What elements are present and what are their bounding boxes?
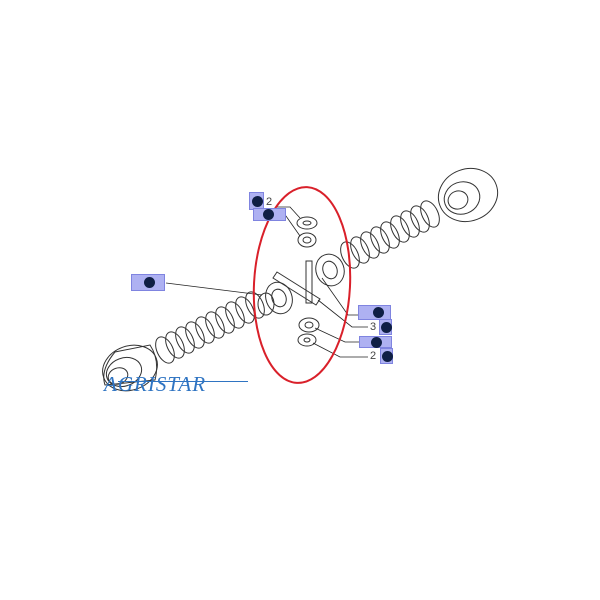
cross-pin-icon <box>272 260 321 306</box>
callout-dot-icon <box>381 321 392 333</box>
left-side-gear-icon <box>257 281 293 316</box>
callout-tag-pinion-lower[interactable] <box>359 336 392 348</box>
callout-tag-left[interactable] <box>131 274 165 291</box>
qty-label: 2 <box>370 350 377 362</box>
right-side-gear-icon <box>315 253 345 287</box>
lower-washer-icon <box>297 333 317 347</box>
callout-tag-pinion-upper[interactable] <box>253 208 286 221</box>
callout-dot-icon <box>371 336 382 348</box>
callout-dot-icon <box>263 209 274 220</box>
left-hub-icon <box>102 344 158 392</box>
brand-logo: AGRISTAR <box>104 372 207 396</box>
callout-dot-icon <box>144 277 155 288</box>
callout-dot-icon <box>252 195 263 207</box>
upper-pinion-icon <box>297 232 317 248</box>
qty-label: 3 <box>370 321 377 333</box>
brand-underline <box>118 381 248 382</box>
callout-dot-icon <box>373 307 384 318</box>
upper-washer-icon <box>296 216 318 230</box>
callout-tag-cross-pin[interactable] <box>379 319 392 335</box>
callout-dot-icon <box>382 350 393 362</box>
qty-label: 2 <box>266 196 273 208</box>
right-clutch-pack-icon <box>340 200 440 269</box>
left-clutch-pack-icon <box>155 291 265 364</box>
callout-tag-washer-lower[interactable] <box>380 348 393 364</box>
lower-pinion-icon <box>298 317 320 333</box>
highlight-ellipse <box>252 186 352 384</box>
callout-tag-side-gear[interactable] <box>358 305 391 320</box>
right-hub-icon <box>437 168 499 222</box>
